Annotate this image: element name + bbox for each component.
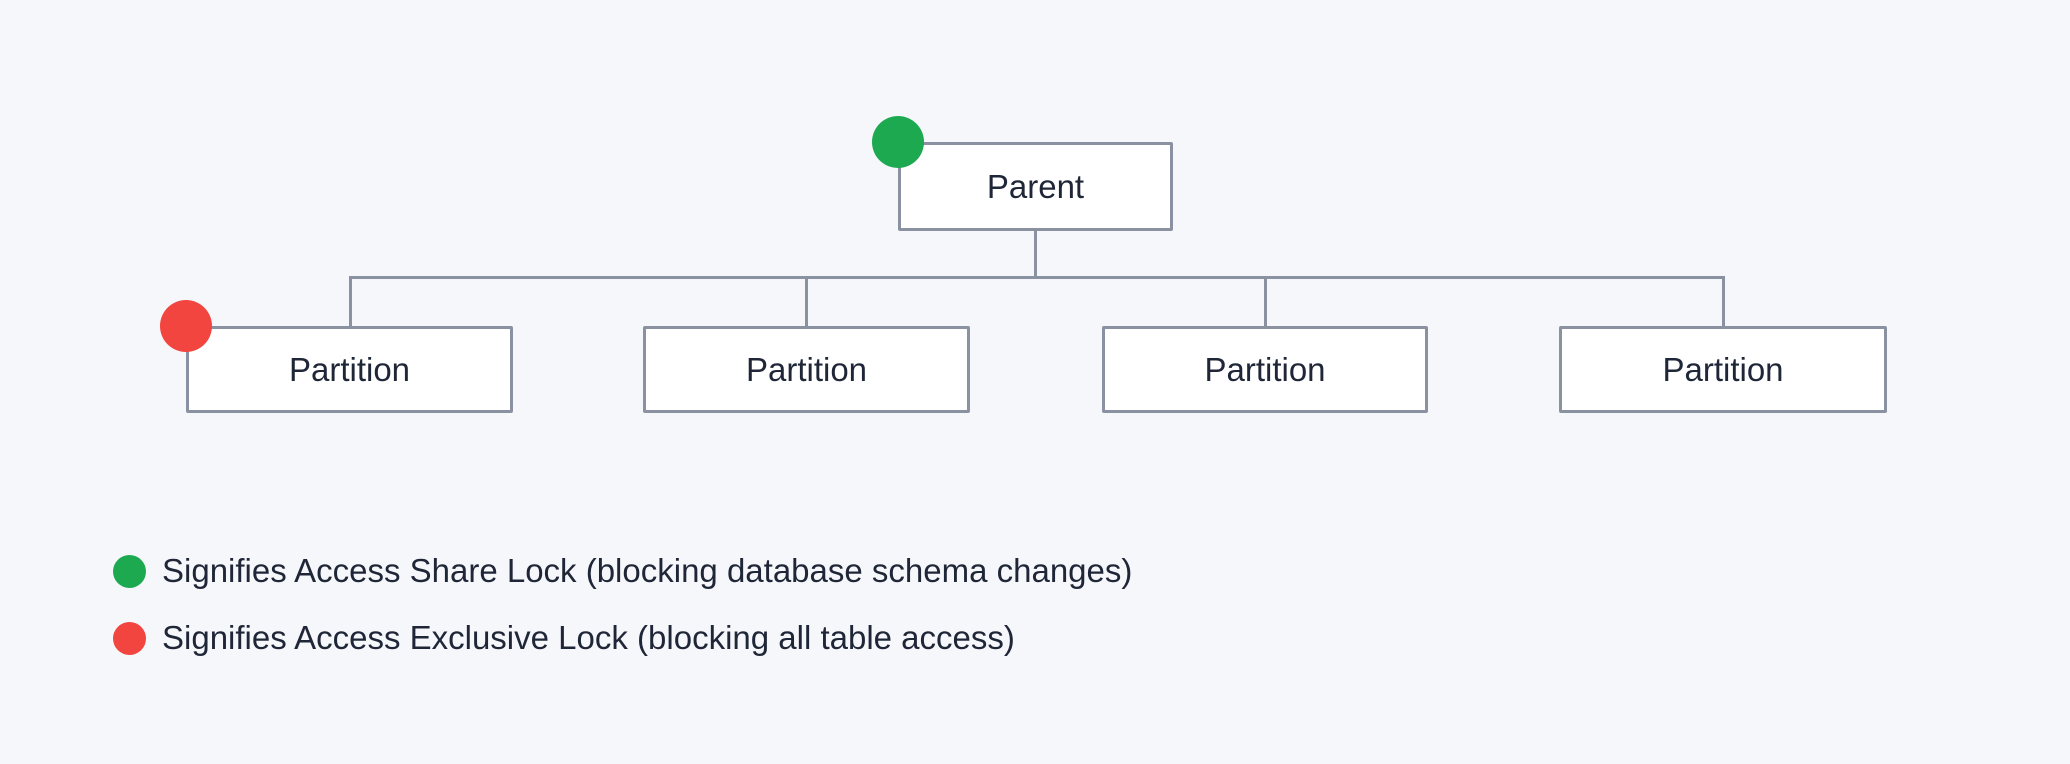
node-partition-label: Partition xyxy=(1662,351,1784,388)
connector-parent-drop xyxy=(1034,229,1037,279)
node-parent: Parent xyxy=(872,116,1173,231)
node-partition-1: Partition xyxy=(160,300,513,413)
node-partition-4: Partition xyxy=(1559,326,1887,413)
connector-stub-partition-4 xyxy=(1722,276,1725,326)
node-partition-label: Partition xyxy=(745,351,868,388)
legend-text-exclusive-lock: Signifies Access Exclusive Lock (blockin… xyxy=(162,619,1015,656)
red-dot xyxy=(113,621,146,655)
green-dot xyxy=(113,554,146,588)
connector-bus xyxy=(349,276,1725,279)
node-partition-3: Partition xyxy=(1102,326,1428,413)
connector-stub-partition-2 xyxy=(805,276,808,326)
legend-text-share-lock: Signifies Access Share Lock (blocking da… xyxy=(162,552,1133,589)
node-partition-label: Partition xyxy=(288,351,411,388)
legend-item-share-lock: Signifies Access Share Lock (blocking da… xyxy=(113,553,1132,589)
node-partition-2: Partition xyxy=(643,326,970,413)
legend-item-exclusive-lock: Signifies Access Exclusive Lock (blockin… xyxy=(113,620,1015,656)
node-partition-label: Partition xyxy=(1204,351,1326,388)
node-parent-label: Parent xyxy=(986,168,1085,205)
access-exclusive-lock-dot xyxy=(160,300,212,352)
connector-stub-partition-1 xyxy=(349,276,352,326)
connector-stub-partition-3 xyxy=(1264,276,1267,326)
access-share-lock-dot xyxy=(872,116,924,168)
